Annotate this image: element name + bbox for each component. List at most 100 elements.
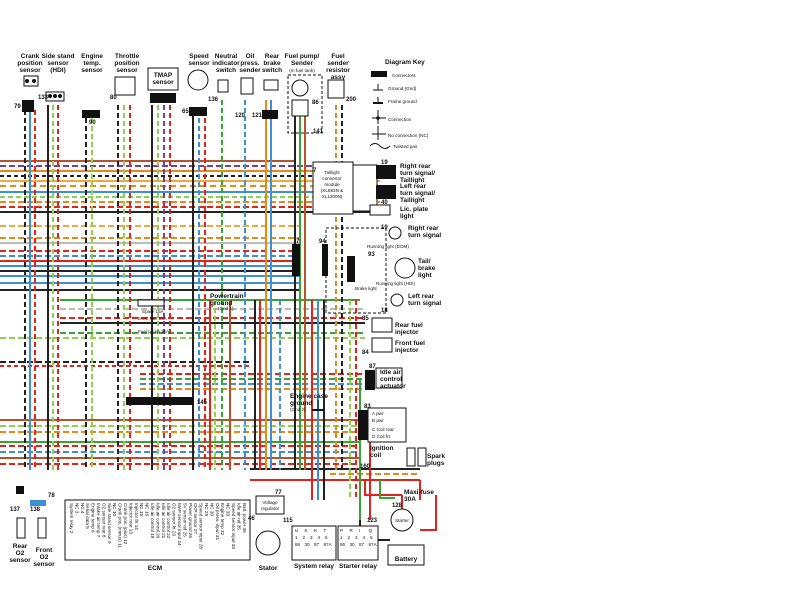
ecm-pin-label: Engine temp 6	[91, 503, 96, 533]
ecm-pin-label: Oil press. input 31	[215, 503, 220, 540]
conn-83: 83	[364, 404, 371, 410]
ecm-pin-label: Injector frt 14	[134, 503, 139, 530]
ecm-pin-label: O2 sensor rear 8	[101, 503, 106, 538]
conn-19a: 19	[381, 160, 388, 166]
stator-label: Stator	[259, 565, 278, 572]
conn-136: 136	[208, 97, 219, 103]
ecm-pin-label: NC 33	[226, 503, 231, 516]
conn-65: 65	[182, 109, 189, 115]
relay-pin-label: K	[305, 528, 309, 533]
ecm-pin-label: Speed sensor input 34	[231, 503, 236, 549]
relay-pin-label: 5	[325, 535, 328, 540]
key-no-connection: No connection (NC)	[388, 133, 429, 138]
fuse-ecm: ECM Pwr 15A	[138, 316, 168, 321]
fuel-pump-label: Fuel pump/Sender	[285, 53, 320, 67]
conn-87: 87	[369, 364, 376, 370]
ecm-pin-label: NC 30	[209, 503, 214, 516]
brake-light-label: Brake light	[355, 286, 377, 291]
relay-pin-label: 87A	[369, 542, 378, 547]
ecm-pin-label: CKP sensor 27	[193, 503, 198, 534]
relay-pin-label: 30	[305, 542, 311, 547]
key-twisted-pair: Twisted pair	[393, 144, 418, 149]
relay-pin-label: 3	[355, 535, 358, 540]
conn-138: 138	[30, 507, 41, 513]
ecm-pin-label: Crank pos. (plus) 12	[123, 503, 128, 545]
ecm-pin-label: Idle air control 19	[150, 503, 155, 539]
conn-94: 94	[319, 239, 326, 245]
ecm-pin-label: Engine temp 32	[220, 503, 225, 536]
relay-pin-label: K	[314, 528, 318, 533]
coil-c: C Coil rear	[372, 427, 394, 432]
conn-19b: 19	[381, 225, 388, 231]
fuel-pump-sub: (In fuel tank)	[289, 68, 315, 73]
fuse-fuel: Fuel pump 15A	[138, 329, 170, 334]
relay-pin-label: I	[359, 528, 360, 533]
conn-7a: 7	[313, 168, 317, 174]
conn-46: 46	[248, 516, 255, 522]
diagram-key: Diagram Key Connectors Ground (Gnd) Fram…	[369, 59, 429, 149]
key-title: Diagram Key	[385, 59, 425, 66]
pt-ground-sub: (Gnd 1)	[218, 306, 234, 311]
relay-pin-label: 5	[370, 535, 373, 540]
conn-40: 40	[381, 200, 388, 206]
conn-115: 115	[283, 518, 293, 524]
conn-7b: 7	[296, 239, 300, 245]
ecm-pin-label: NC 4	[80, 503, 85, 514]
conn-79: 79	[14, 104, 21, 110]
ecm-pin-label: Power ground 26	[188, 503, 193, 538]
coil-a: A pwr	[372, 411, 384, 416]
running-hdi-label: Running light (HDI)	[376, 281, 416, 286]
fuel-pump-sender: Fuel pump/Sender (In fuel tank) 86 141	[285, 53, 324, 135]
conn-78: 78	[48, 493, 55, 499]
conn-141: 141	[313, 129, 324, 135]
ecm-pin-label: Intake air temp 7	[96, 503, 101, 538]
relay-pin-label: 87A	[324, 542, 333, 547]
horizontal-wires	[0, 160, 420, 481]
ecm-pin-label: NC 29	[204, 503, 209, 516]
relay-pin-label: Q	[369, 528, 373, 533]
fuse-block: Spare 15A ECM Pwr 15A Fuel pump 15A	[137, 299, 170, 334]
ecm-pin-label: Idle air control 22	[166, 503, 171, 539]
relay-pin-label: 1	[295, 535, 298, 540]
conn-85: 85	[362, 316, 369, 322]
key-frame-ground: Frame ground	[388, 99, 417, 104]
conn-90: 90	[89, 120, 96, 126]
relay-pin-label: 86	[295, 542, 301, 547]
key-connection: Connection	[388, 117, 412, 122]
key-ground: Ground (Gnd)	[388, 86, 417, 91]
conn-145: 145	[197, 400, 208, 406]
ecm-pin-label: 5V sensor ref 25	[182, 503, 187, 537]
conn-80: 80	[110, 95, 117, 101]
ecm-connector: 145	[126, 397, 208, 406]
ecm-pin-label: NC 15	[139, 503, 144, 516]
relay-pin-label: 30	[350, 542, 356, 547]
conn-86: 86	[312, 100, 319, 106]
